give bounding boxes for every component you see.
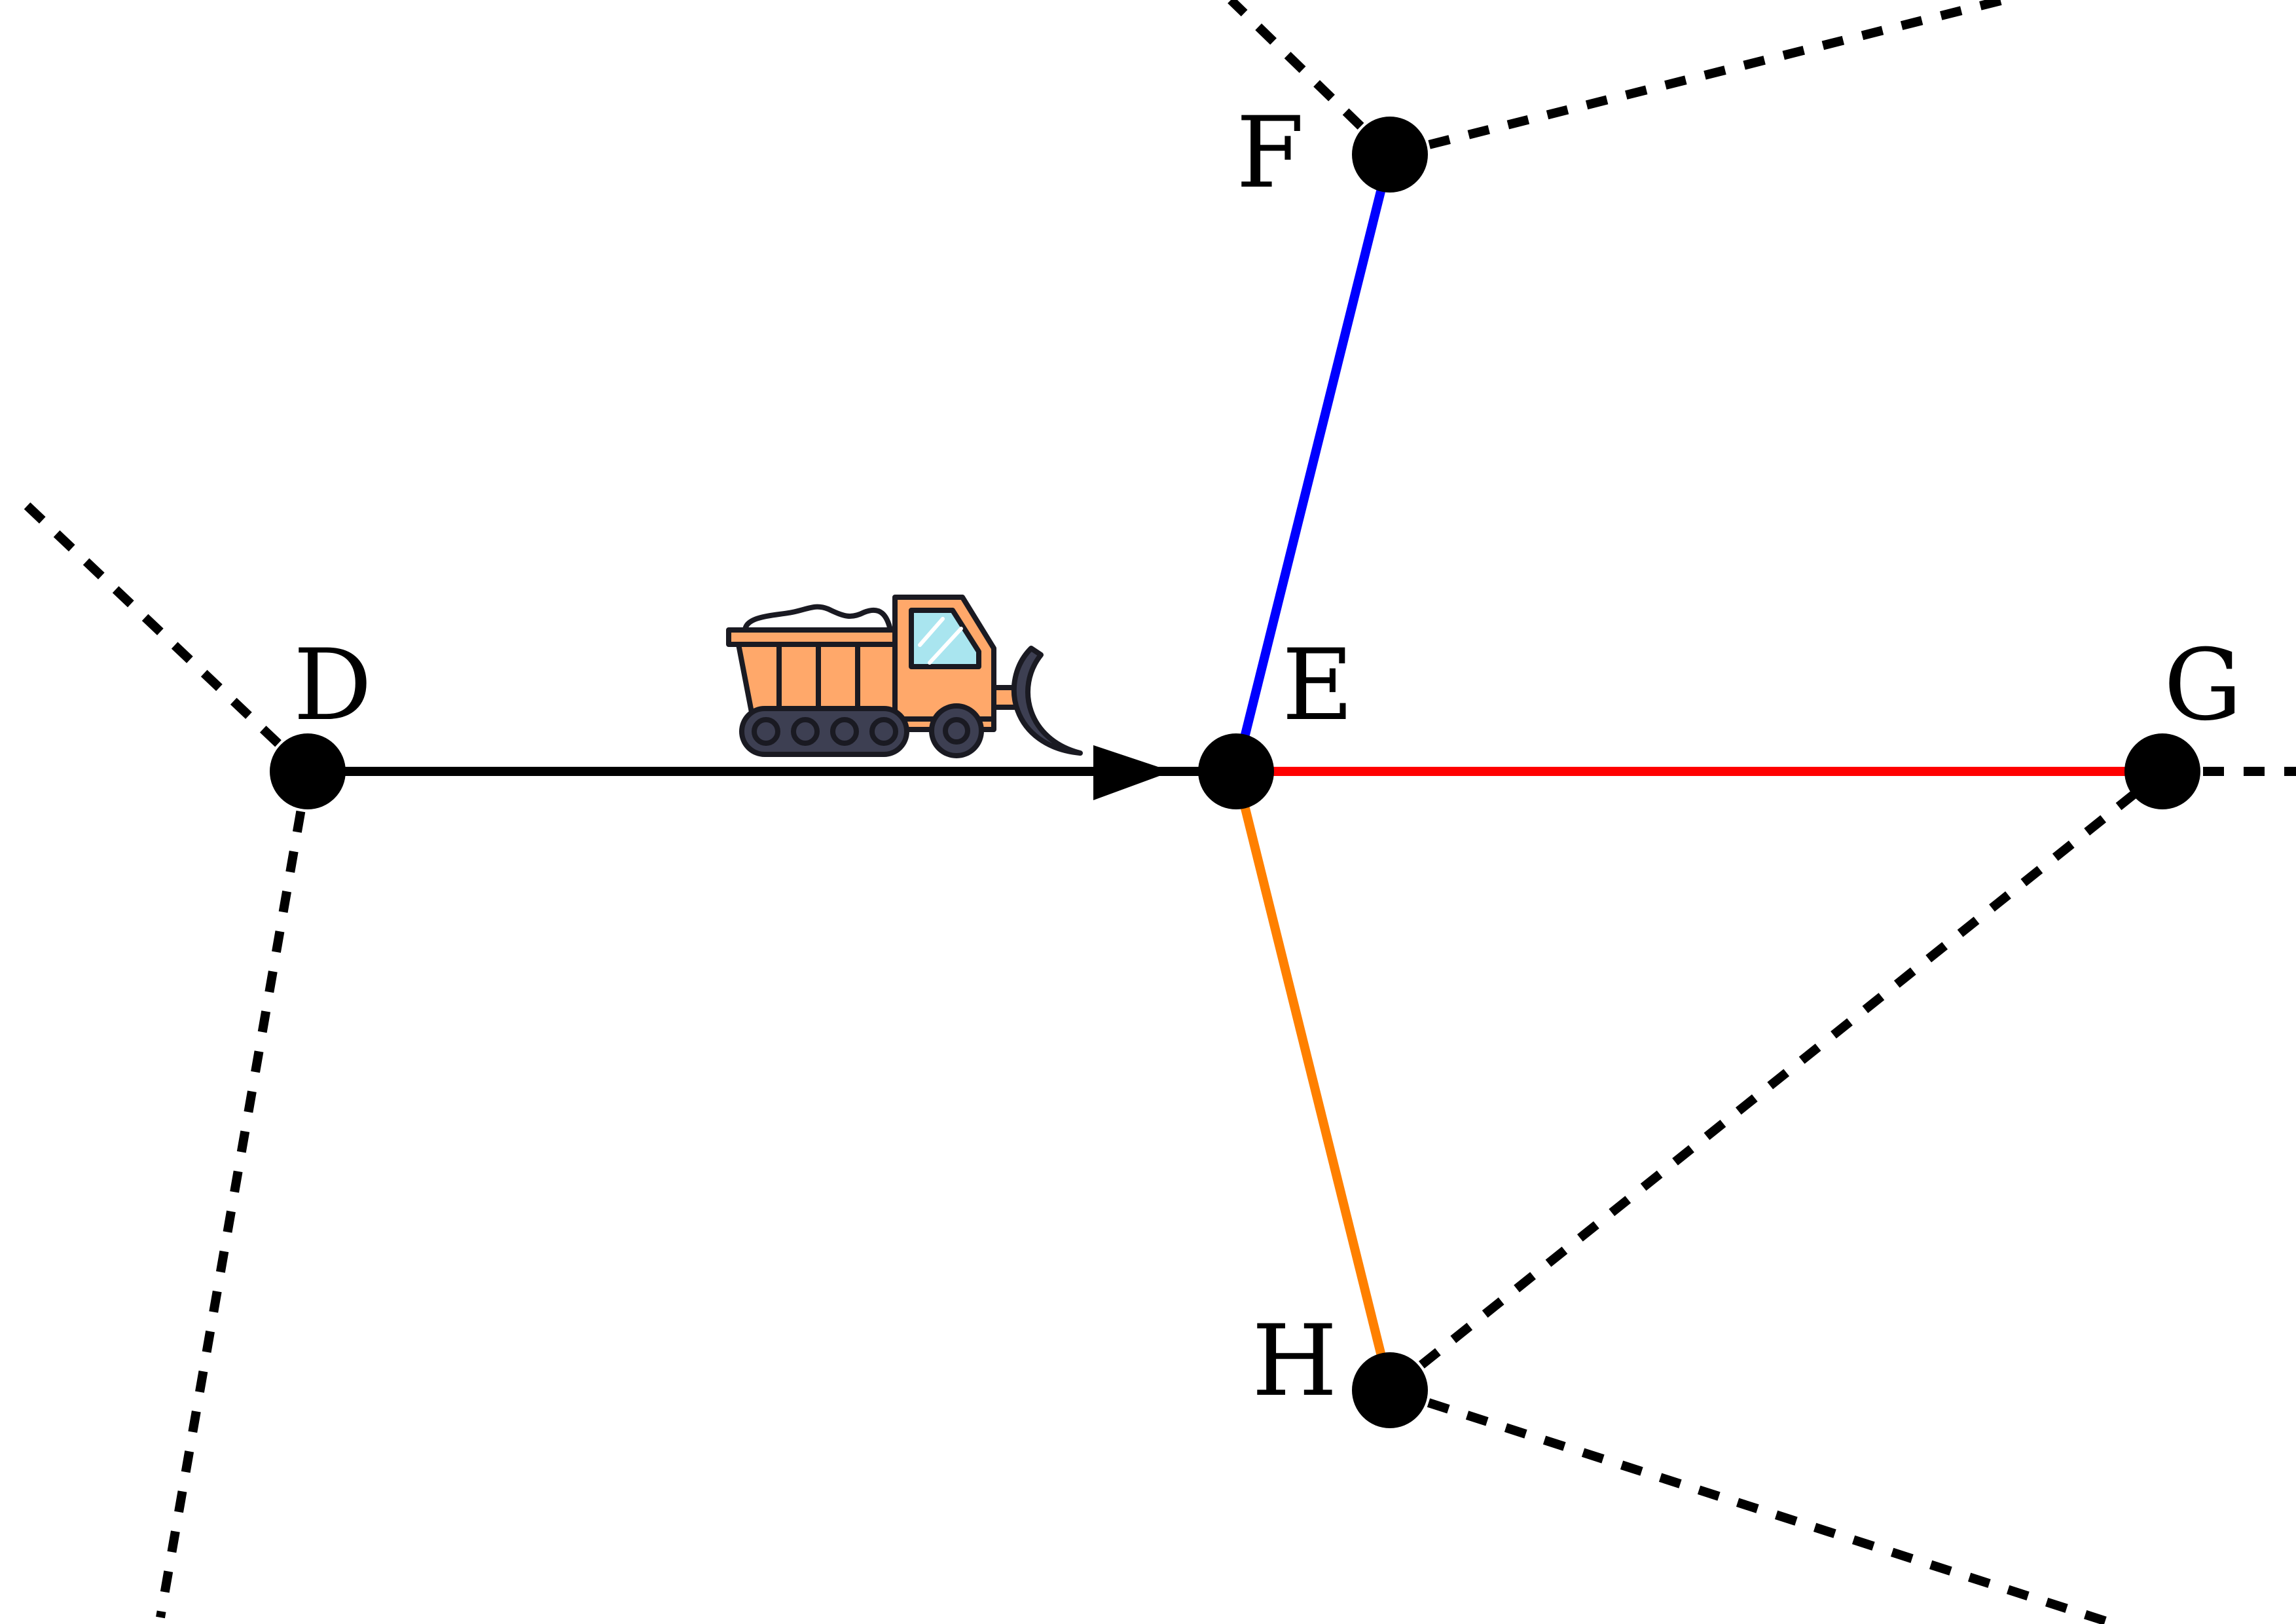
snowplow-truck-icon	[726, 595, 1083, 758]
node-labels: D E F G H	[293, 96, 2242, 1418]
dotted-road-f-east	[1389, 0, 2005, 159]
cab-window	[909, 608, 981, 669]
nodes	[270, 117, 2200, 1428]
road-edge-ef	[1231, 153, 1394, 773]
road-edge-de	[308, 745, 1236, 800]
road-edge-eh	[1231, 770, 1394, 1392]
node-d	[270, 733, 346, 809]
dotted-road-d-northwest	[10, 489, 311, 775]
node-f	[1352, 117, 1428, 193]
dotted-road-h-southeast	[1388, 1386, 2117, 1624]
dotted-road-d-south	[156, 770, 312, 1619]
node-label-h: H	[1252, 1304, 1338, 1418]
snow-pile	[742, 604, 893, 633]
node-label-d: D	[293, 629, 372, 743]
node-label-g: G	[2164, 629, 2242, 743]
dotted-roads	[10, 0, 2296, 1624]
node-h	[1352, 1352, 1428, 1428]
truck-tracks	[739, 706, 909, 757]
direction-arrow-icon	[1093, 745, 1172, 800]
node-g	[2124, 733, 2200, 809]
node-label-f: F	[1236, 96, 1304, 210]
node-label-e: E	[1282, 629, 1354, 743]
colored-roads	[1231, 153, 2162, 1392]
plow-blade	[1011, 646, 1083, 756]
node-e	[1198, 733, 1274, 809]
dotted-road-edge-hg	[1387, 767, 2166, 1394]
